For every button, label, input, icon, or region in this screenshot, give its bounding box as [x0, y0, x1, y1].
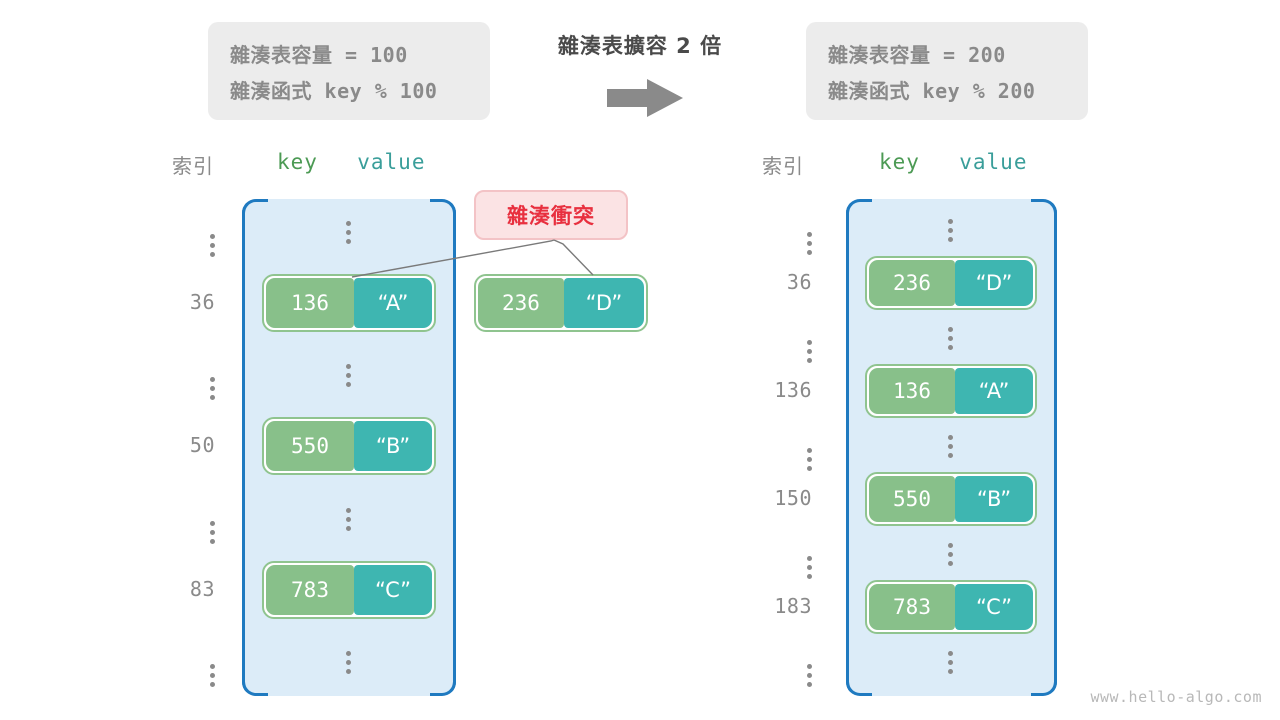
bracket-corner-tl: [846, 199, 872, 219]
bucket-entry-value: “B”: [354, 421, 432, 472]
index-ellipsis: [722, 648, 812, 687]
before-capacity-info-box: 雜湊表容量 = 100 雜湊函式 key % 100: [208, 22, 490, 120]
index-ellipsis: [125, 648, 215, 688]
index-ellipsis: [125, 505, 215, 544]
bucket-ellipsis: [948, 651, 953, 674]
index-label: 183: [774, 594, 812, 618]
bucket-entry-value: “A”: [955, 368, 1033, 414]
bucket-entry-value: “C”: [955, 584, 1033, 630]
bracket-corner-br: [1031, 676, 1057, 696]
bucket-entry-key: 136: [869, 368, 955, 414]
bucket-entry-value: “D”: [955, 260, 1033, 306]
detached-entry-pair: 236 “D”: [474, 274, 648, 332]
bucket-ellipsis: [346, 364, 351, 388]
detached-entry-key: 236: [478, 278, 564, 328]
collision-badge: 雜湊衝突: [474, 190, 628, 240]
bucket-ellipsis: [346, 221, 351, 244]
after-key-header: key: [879, 150, 920, 174]
bucket-entry-value: “A”: [354, 277, 432, 328]
bucket-entry-value: “B”: [955, 476, 1033, 522]
bucket-entry-value: “C”: [354, 564, 432, 615]
before-kv-header: key value: [277, 150, 425, 174]
bucket-ellipsis: [948, 435, 953, 458]
bracket-corner-bl: [242, 676, 268, 696]
bucket-entry-pair: 136“A”: [865, 364, 1037, 418]
before-key-header: key: [277, 150, 318, 174]
before-hash-function-line: 雜湊函式 key % 100: [230, 78, 438, 103]
detached-entry-value: “D”: [563, 278, 644, 328]
index-label: 136: [774, 378, 812, 402]
index-ellipsis: [125, 361, 215, 401]
bucket-entry-key: 236: [869, 260, 955, 306]
bracket-corner-tr: [430, 199, 456, 219]
before-index-header: 索引: [172, 154, 214, 178]
after-kv-header: key value: [879, 150, 1027, 174]
index-label: 36: [189, 289, 215, 314]
index-label: 36: [786, 270, 812, 294]
index-label: 50: [189, 433, 215, 458]
bucket-entry-key: 550: [266, 421, 354, 472]
bucket-entry-pair: 783“C”: [262, 560, 436, 619]
bucket-ellipsis: [948, 327, 953, 350]
after-capacity-line: 雜湊表容量 = 200: [828, 42, 1006, 67]
bucket-ellipsis: [346, 651, 351, 675]
after-value-header: value: [959, 150, 1028, 174]
bucket-ellipsis: [346, 507, 351, 531]
bracket-corner-tl: [242, 199, 268, 219]
after-capacity-info-box: 雜湊表容量 = 200 雜湊函式 key % 200: [806, 22, 1088, 120]
watermark: www.hello-algo.com: [1090, 688, 1262, 706]
index-label: 150: [774, 486, 812, 510]
bracket-corner-br: [430, 676, 456, 696]
bucket-ellipsis: [948, 219, 953, 242]
bracket-corner-bl: [846, 676, 872, 696]
before-capacity-line: 雜湊表容量 = 100: [230, 42, 408, 67]
bucket-entry-pair: 783“C”: [865, 580, 1037, 634]
right-arrow-icon: [607, 79, 683, 117]
index-ellipsis: [722, 540, 812, 579]
bucket-entry-key: 550: [869, 476, 955, 522]
index-ellipsis: [722, 432, 812, 471]
expand-caption: 雜湊表擴容 2 倍: [557, 34, 723, 58]
bucket-entry-key: 783: [869, 584, 955, 630]
bucket-entry-pair: 550“B”: [262, 417, 436, 476]
index-ellipsis: [722, 324, 812, 363]
bucket-entry-pair: 236“D”: [865, 256, 1037, 310]
bucket-entry-key: 136: [266, 277, 354, 328]
index-ellipsis: [722, 216, 812, 255]
index-label: 83: [189, 576, 215, 601]
after-hash-function-line: 雜湊函式 key % 200: [828, 78, 1036, 103]
bucket-entry-pair: 136“A”: [262, 273, 436, 332]
bucket-entry-pair: 550“B”: [865, 472, 1037, 526]
bracket-corner-tr: [1031, 199, 1057, 219]
index-ellipsis: [125, 218, 215, 257]
bucket-entry-key: 783: [266, 564, 354, 615]
bucket-ellipsis: [948, 543, 953, 566]
after-index-header: 索引: [762, 154, 804, 178]
before-value-header: value: [357, 150, 426, 174]
